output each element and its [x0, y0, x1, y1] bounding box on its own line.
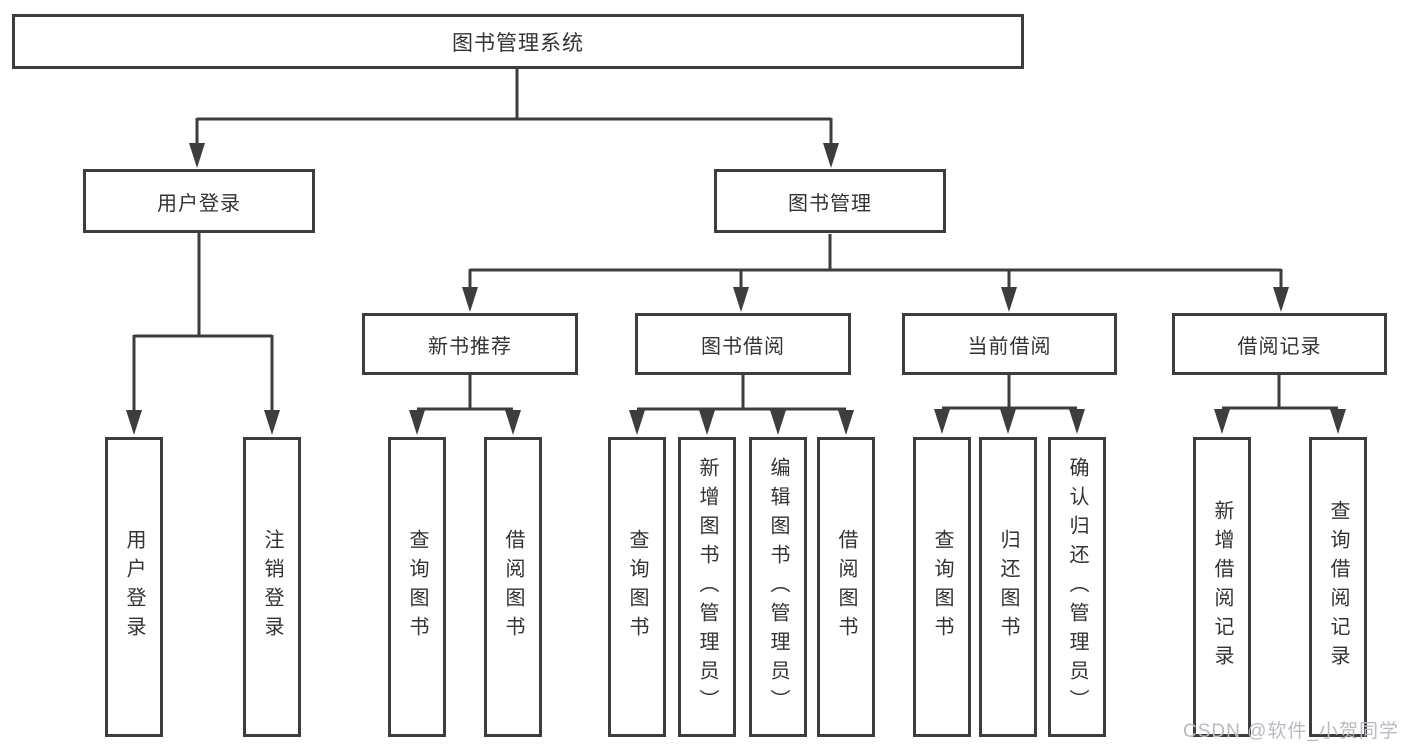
- leaf-query-books-borrowing: 查询图书: [608, 437, 666, 737]
- node-current-borrowing: 当前借阅: [902, 313, 1117, 375]
- node-borrowing-records: 借阅记录: [1172, 313, 1387, 375]
- leaf-query-books-recommend: 查询图书: [388, 437, 446, 737]
- leaf-user-login: 用户登录: [105, 437, 163, 737]
- leaf-add-book-admin: 新增图书（管理员）: [678, 437, 736, 737]
- node-book-borrowing: 图书借阅: [635, 313, 851, 375]
- leaf-logout-login: 注销登录: [243, 437, 301, 737]
- leaf-query-borrow-record: 查询借阅记录: [1309, 437, 1367, 737]
- node-book-management: 图书管理: [714, 169, 946, 233]
- leaf-edit-book-admin: 编辑图书（管理员）: [749, 437, 807, 737]
- csdn-watermark: CSDN @软件_小贺同学: [1183, 721, 1399, 742]
- leaf-query-books-current: 查询图书: [913, 437, 971, 737]
- node-library-management-system: 图书管理系统: [12, 14, 1024, 69]
- node-user-login: 用户登录: [83, 169, 315, 233]
- leaf-return-books: 归还图书: [979, 437, 1037, 737]
- node-new-book-recommendation: 新书推荐: [362, 313, 578, 375]
- leaf-borrow-books-recommend: 借阅图书: [484, 437, 542, 737]
- leaf-add-borrow-record: 新增借阅记录: [1193, 437, 1251, 737]
- leaf-borrow-books-borrowing: 借阅图书: [817, 437, 875, 737]
- leaf-confirm-return-admin: 确认归还（管理员）: [1048, 437, 1106, 737]
